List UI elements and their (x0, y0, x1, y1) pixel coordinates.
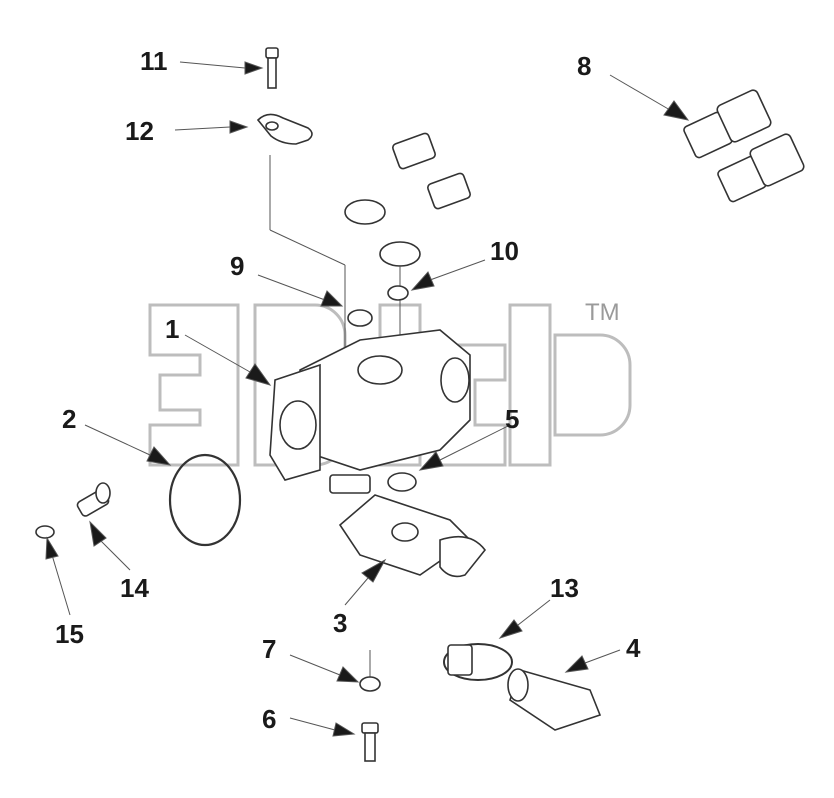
part-5-o-ring (387, 472, 417, 492)
callout-5: 5 (505, 404, 519, 434)
part-2-o-ring (168, 453, 242, 547)
part-3-flange (338, 494, 487, 578)
part-4-hose (507, 668, 602, 731)
part-11-bolt (265, 47, 279, 89)
callout-12: 12 (125, 116, 154, 146)
callout-15: 15 (55, 619, 84, 649)
callout-11: 11 (140, 46, 168, 76)
callout-13: 13 (550, 573, 579, 603)
leader-lines (45, 61, 690, 737)
part-13-hose-clamp (443, 643, 513, 681)
part-14-fitting (76, 482, 111, 517)
part-10-seal (387, 285, 409, 301)
callout-10: 10 (490, 236, 519, 266)
part-15-washer (35, 525, 55, 539)
callout-14: 14 (120, 573, 149, 603)
callout-9: 9 (230, 251, 244, 281)
part-7-washer (359, 676, 381, 692)
trademark-mark: TM (585, 299, 620, 326)
callout-8: 8 (577, 51, 591, 81)
callout-4: 4 (626, 633, 641, 663)
part-6-bolt (361, 722, 379, 762)
callout-1: 1 (165, 314, 179, 344)
part-12-clamp (256, 113, 313, 145)
part-9-seal (347, 309, 373, 327)
callout-6: 6 (262, 704, 276, 734)
callout-3: 3 (333, 608, 347, 638)
watermark-logo: TM (148, 299, 632, 467)
callout-7: 7 (262, 634, 276, 664)
callout-2: 2 (62, 404, 76, 434)
part-8-pipes (344, 89, 805, 267)
part-1-pump-body (269, 329, 471, 494)
